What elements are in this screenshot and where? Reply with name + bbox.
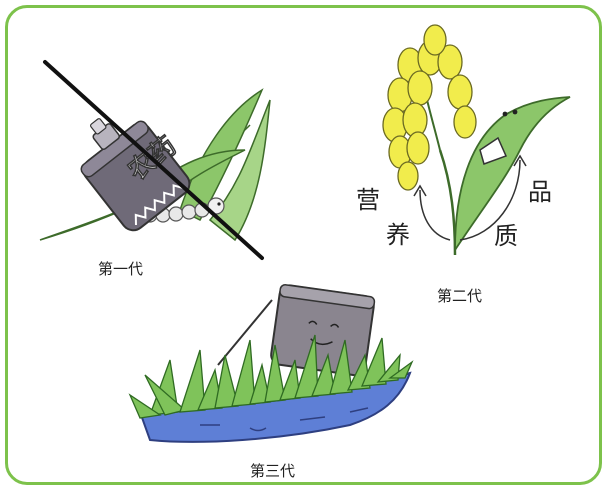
gen1-illustration: 农药: [40, 62, 270, 258]
gen1-caption: 第一代: [98, 258, 143, 279]
smiling-can: [270, 284, 375, 376]
gen3-caption: 第三代: [250, 460, 295, 481]
nutrition-char-2: 养: [386, 215, 410, 250]
quality-char-1: 品: [528, 172, 552, 207]
gen2-illustration: [383, 25, 570, 255]
gen3-illustration: [130, 284, 412, 442]
nutrition-char-1: 营: [356, 180, 380, 215]
gen2-caption: 第二代: [437, 285, 482, 306]
quality-char-2: 质: [494, 216, 518, 251]
